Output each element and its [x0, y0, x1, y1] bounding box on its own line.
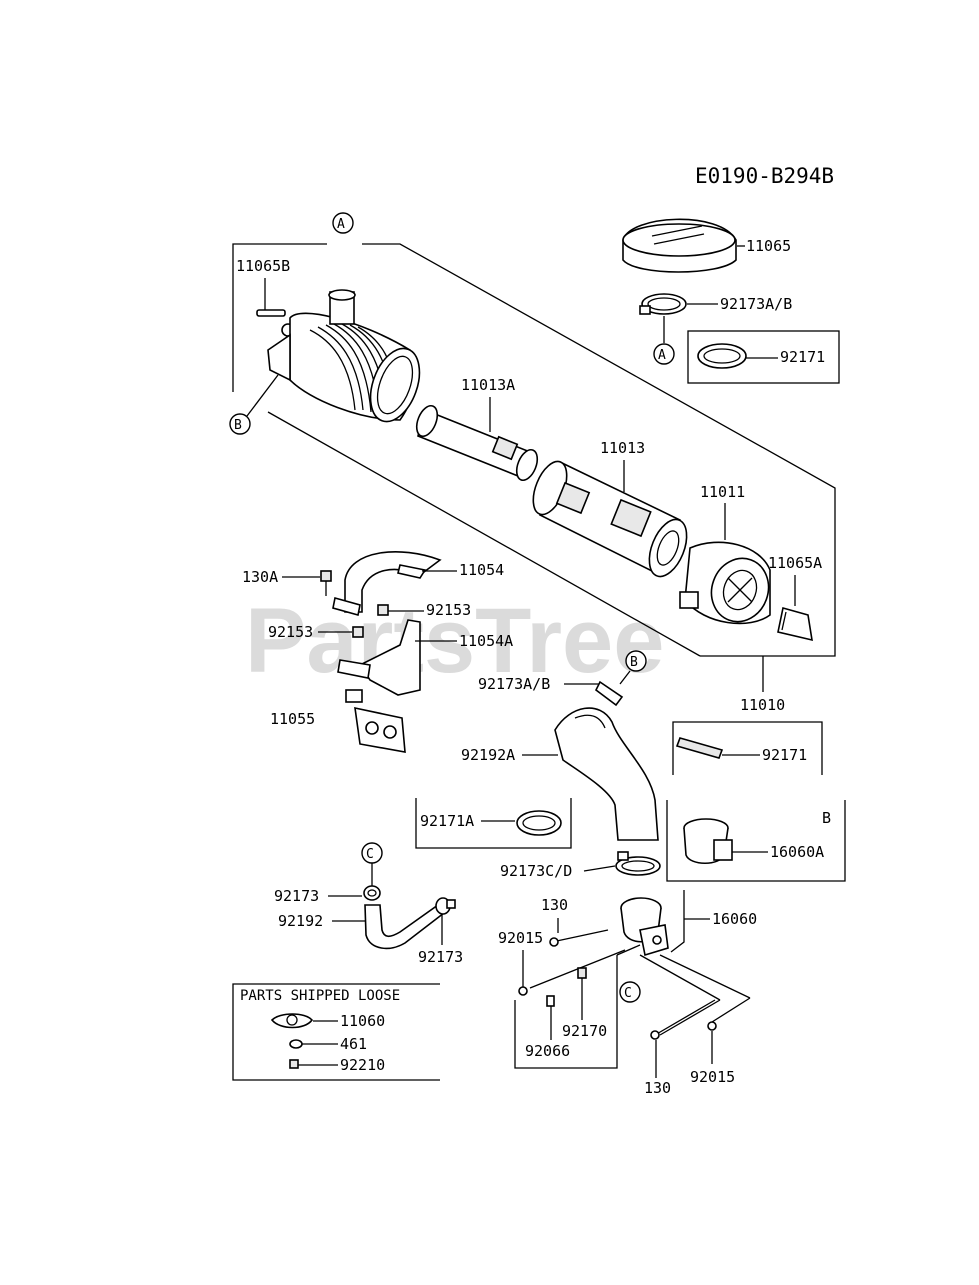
ref-mark-a-main: A [332, 212, 354, 234]
clip-92170 [577, 967, 587, 979]
label-11013: 11013 [600, 439, 645, 457]
clamp-92173-a [363, 885, 381, 901]
label-92173-b: 92173 [418, 948, 463, 966]
ref-mark-b-main: B [229, 374, 279, 435]
ref-mark-a-top: A [653, 343, 675, 365]
label-11065b: 11065B [236, 257, 290, 275]
label-92173cd: 92173C/D [500, 862, 572, 880]
box-92171a [415, 798, 572, 849]
plate-11055 [345, 689, 406, 753]
label-130-bottom: 130 [644, 1079, 671, 1097]
bolt-11065b [256, 309, 295, 337]
label-11065: 11065 [746, 237, 791, 255]
washer-461 [289, 1039, 303, 1049]
label-92171a: 92171A [420, 812, 474, 830]
label-92210: 92210 [340, 1056, 385, 1074]
label-11010: 11010 [740, 696, 785, 714]
svg-text:C: C [366, 847, 374, 862]
label-92015-left: 92015 [498, 929, 543, 947]
hose-92192 [364, 903, 446, 950]
clamp-92173ab-top [639, 293, 687, 315]
label-11013a: 11013A [461, 376, 515, 394]
svg-text:B: B [822, 809, 831, 827]
nut-92015-left [518, 986, 528, 996]
nut-92015-bottom [707, 1021, 717, 1031]
label-92066: 92066 [525, 1042, 570, 1060]
precleaner-16060 [620, 897, 669, 957]
bolt-130a [320, 570, 332, 596]
ref-mark-c-bottom: C [619, 981, 641, 1003]
ref-mark-c-left: C [361, 842, 383, 864]
svg-text:B: B [234, 418, 242, 433]
label-11065a: 11065A [768, 554, 822, 572]
bolt-92153-b [352, 626, 364, 638]
label-92173ab-mid: 92173A/B [478, 675, 550, 693]
svg-text:B: B [630, 655, 638, 670]
nut-92210 [289, 1059, 299, 1069]
gasket-11060 [270, 1013, 314, 1029]
bolt-130-bottom [654, 999, 716, 1036]
label-11054: 11054 [459, 561, 504, 579]
label-92170: 92170 [562, 1022, 607, 1040]
label-92173ab-top: 92173A/B [720, 295, 792, 313]
box-b: B [666, 800, 846, 882]
clamp-92173-b [435, 897, 456, 915]
label-92153-b: 92153 [268, 623, 313, 641]
box-92171-top [687, 330, 840, 384]
cover-11011 [679, 541, 771, 625]
main-filter-11013 [532, 460, 688, 578]
label-92171-mid: 92171 [762, 746, 807, 764]
bracket-11054a [337, 619, 421, 696]
shipped-loose-box: PARTS SHIPPED LOOSE [232, 983, 440, 1081]
label-92192a: 92192A [461, 746, 515, 764]
svg-text:A: A [658, 348, 666, 363]
label-92015-bottom: 92015 [690, 1068, 735, 1086]
bolt-130-top [551, 929, 609, 943]
label-130-top: 130 [541, 896, 568, 914]
diagram-code: E0190-B294B [695, 164, 834, 188]
label-92171-top: 92171 [780, 348, 825, 366]
label-11011: 11011 [700, 483, 745, 501]
label-11054a: 11054A [459, 632, 513, 650]
label-16060a: 16060A [770, 843, 824, 861]
hose-92192a [554, 707, 659, 841]
svg-text:C: C [624, 986, 632, 1001]
bolt-92153-a [377, 604, 389, 616]
label-461: 461 [340, 1035, 367, 1053]
main-assembly-outline [232, 243, 836, 692]
label-92153-a: 92153 [426, 601, 471, 619]
air-cleaner-body [267, 289, 421, 423]
label-92192: 92192 [278, 912, 323, 930]
svg-text:A: A [337, 217, 345, 232]
ref-mark-b-mid: B [619, 650, 647, 685]
label-11055: 11055 [270, 710, 315, 728]
label-130a: 130A [242, 568, 278, 586]
label-92173-a: 92173 [274, 887, 319, 905]
valve-11065a [777, 606, 813, 642]
clamp-92173cd [615, 851, 661, 876]
box-92171-mid [672, 721, 823, 775]
cap-11065 [622, 218, 737, 273]
bracket-11054 [332, 551, 442, 617]
clamp-92173ab-mid [594, 680, 624, 707]
label-11060: 11060 [340, 1012, 385, 1030]
label-16060: 16060 [712, 910, 757, 928]
inner-filter-11013a [415, 404, 539, 482]
pin-92066 [546, 995, 555, 1007]
shipped-loose-title: PARTS SHIPPED LOOSE [240, 988, 400, 1004]
